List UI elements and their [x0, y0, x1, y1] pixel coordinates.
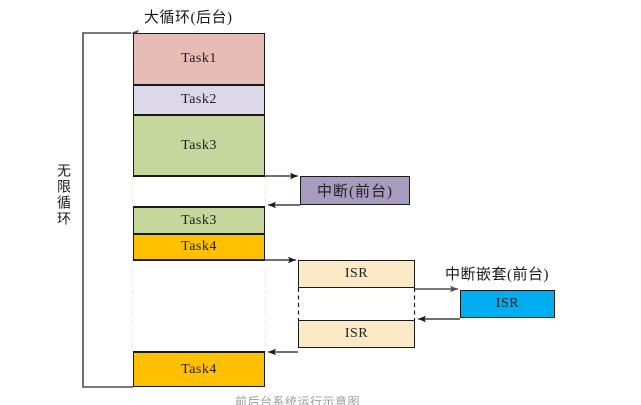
fg-block-isr_nested: ISR — [460, 290, 555, 318]
task-block-gap1 — [133, 176, 265, 207]
task-block-task4b-label: Task4 — [181, 361, 217, 377]
fg-block-isr_nested-label: ISR — [495, 296, 520, 311]
task-block-gap2 — [133, 260, 265, 352]
task-block-task3b: Task3 — [133, 207, 265, 234]
fg-block-interrupt-label: 中断(前台) — [317, 184, 393, 200]
task-block-task4b: Task4 — [133, 352, 265, 387]
caption-nested-interrupt: 中断嵌套(前台) — [445, 267, 549, 283]
fg-block-interrupt: 中断(前台) — [300, 176, 410, 205]
label-infinite-loop: 无限循环 — [55, 163, 70, 227]
task-block-task2-label: Task2 — [181, 92, 217, 107]
task-block-task3b-label: Task3 — [181, 212, 217, 228]
figure-caption: 前后台系统运行示意图 — [235, 395, 361, 405]
page-title-big-loop: 大循环(后台) — [144, 10, 233, 26]
task-block-task3a-label: Task3 — [181, 137, 217, 153]
task-block-task3a: Task3 — [133, 115, 265, 176]
task-block-task1: Task1 — [133, 33, 265, 85]
fg-block-isr1-label: ISR — [344, 266, 369, 281]
fg-block-isr2-label: ISR — [344, 326, 369, 341]
infinite-loop-bracket — [82, 29, 139, 388]
task-block-task2: Task2 — [133, 85, 265, 115]
fg-block-isr2: ISR — [298, 320, 415, 348]
fg-block-isr1: ISR — [298, 260, 415, 288]
task-block-task4a-label: Task4 — [181, 239, 217, 254]
task-block-task4a: Task4 — [133, 234, 265, 260]
task-block-task1-label: Task1 — [181, 51, 217, 66]
